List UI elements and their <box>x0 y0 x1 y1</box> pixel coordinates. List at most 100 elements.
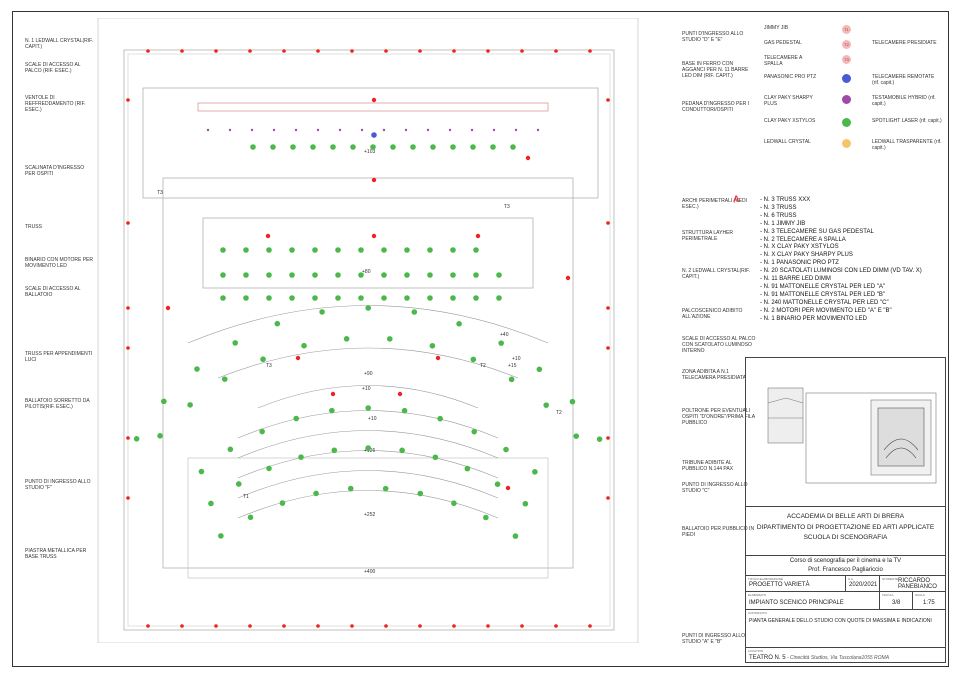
xstylos-light-icon <box>243 247 249 253</box>
xstylos-light-icon <box>401 407 408 414</box>
red-fixture-icon <box>588 49 592 53</box>
equipment-item: - N. 2 MOTORI PER MOVIMENTO LED "A" E "B… <box>760 307 892 314</box>
xstylos-light-icon <box>243 272 249 278</box>
plan-mark: +10 <box>368 416 377 422</box>
red-fixture-icon <box>126 436 130 440</box>
red-fixture-icon <box>146 624 150 628</box>
plan-mark: +80 <box>362 269 371 275</box>
legend-note: TESTAMOBILE HYBRID (rif. capit.) <box>872 95 936 107</box>
xstylos-light-icon <box>503 446 509 453</box>
legend-note: SPOTLIGHT LASER (rif. capit.) <box>872 118 942 124</box>
xstylos-light-icon <box>365 305 372 311</box>
red-fixture-icon <box>554 624 558 628</box>
label-platform: PEDANA D'INGRESSO PER I CONDUTTORI/OSPIT… <box>682 101 750 113</box>
red-fixture-icon <box>126 221 130 225</box>
project-cell: TITOLO ELABORAZIONE PROGETTO VARIETÀ <box>746 576 846 592</box>
red-fixture-icon <box>418 624 422 628</box>
xstylos-light-icon <box>319 309 325 315</box>
xstylos-light-icon <box>510 144 516 150</box>
xstylos-light-icon <box>508 376 515 383</box>
drawing-content: PIANTA GENERALE DELLO STUDIO CON QUOTE D… <box>749 618 932 624</box>
xstylos-light-icon <box>235 481 242 487</box>
red-fixture-icon <box>248 49 252 53</box>
student-cell: STUDENTE RICCARDO PANEBIANCO <box>880 576 945 592</box>
legend-name: JIMMY JIB <box>764 25 789 31</box>
xstylos-light-icon <box>411 309 418 315</box>
xstylos-light-icon <box>512 533 519 539</box>
sharpy-light-icon <box>514 128 518 132</box>
legend-note: TELECAMERE REMOTATE (rif. capit.) <box>872 74 935 86</box>
xstylos-light-icon <box>187 402 193 408</box>
xstylos-light-icon <box>221 376 228 382</box>
plan-mark: T2 <box>480 363 486 369</box>
red-fixture-icon <box>525 155 531 161</box>
label-entrance-c: PUNTO DI INGRESSO ALLO STUDIO "C" <box>682 482 748 494</box>
sharpy-light-icon <box>382 128 386 132</box>
label-lit-stairs: SCALE DI ACCESSO AL PALCO CON SCATOLATO … <box>682 336 756 354</box>
xstylos-light-icon <box>208 500 214 507</box>
label-truss: TRUSS <box>25 224 42 230</box>
red-fixture-icon <box>146 49 150 53</box>
legend-name: LEDWALL CRYSTAL <box>764 139 811 145</box>
red-fixture-icon <box>475 233 481 239</box>
xstylos-light-icon <box>133 436 140 442</box>
xstylos-light-icon <box>274 320 281 327</box>
xstylos-light-icon <box>473 295 479 301</box>
red-fixture-icon <box>452 624 456 628</box>
xstylos-light-icon <box>496 295 502 301</box>
sharpy-light-icon <box>404 128 408 132</box>
sharpy-light-icon <box>360 128 364 132</box>
sharpy-light-icon <box>206 128 210 132</box>
xstylos-light-icon <box>429 342 436 349</box>
xstylos-light-icon <box>358 247 364 253</box>
red-fixture-icon <box>520 49 524 53</box>
equipment-item: - N. X CLAY PAKY SHARPY PLUS <box>760 252 853 259</box>
xstylos-light-icon <box>464 465 471 472</box>
equipment-item: - N. 1 JIMMY JIB <box>760 220 806 227</box>
xstylos-light-icon <box>365 405 371 411</box>
xstylos-light-icon <box>266 247 272 253</box>
xstylos-light-icon <box>312 247 318 253</box>
legend-name: CLAY PAKY SHARPY PLUS <box>764 95 813 107</box>
department: DIPARTIMENTO DI PROGETTAZIONE ED ARTI AP… <box>756 523 935 531</box>
legend-symbol-icon <box>842 95 851 104</box>
drawing-title: IMPIANTO SCENICO PRINCIPALE <box>749 600 844 606</box>
equipment-item: - N. 2 TELECAMERE A SPALLA <box>760 236 846 243</box>
plan-mark: T2 <box>556 410 562 416</box>
xstylos-light-icon <box>404 295 410 301</box>
label-vip-seats: POLTRONE PER EVENTUALI OSPITI "D'ONORE"/… <box>682 408 755 426</box>
location-name: TEATRO N. 5 <box>749 655 786 661</box>
xstylos-light-icon <box>335 295 341 301</box>
xstylos-light-icon <box>313 490 319 497</box>
legend-symbol-icon <box>842 74 851 83</box>
label-arches: ARCHI PERIMETRALI (vedi esec.) <box>682 198 748 210</box>
plan-mark: +10 <box>362 386 371 392</box>
red-fixture-icon <box>180 49 184 53</box>
plan-mark: +103 <box>364 149 375 155</box>
red-fixture-icon <box>397 391 403 397</box>
plan-mark: T3 <box>266 363 272 369</box>
xstylos-light-icon <box>232 340 239 346</box>
xstylos-light-icon <box>329 407 335 414</box>
red-fixture-icon <box>565 275 571 281</box>
red-fixture-icon <box>282 49 286 53</box>
red-fixture-icon <box>520 624 524 628</box>
xstylos-light-icon <box>496 272 502 278</box>
xstylos-light-icon <box>399 447 405 454</box>
red-fixture-icon <box>126 98 130 102</box>
equipment-item: - N. 11 BARRE LED DIMM <box>760 276 831 283</box>
xstylos-light-icon <box>390 144 396 150</box>
xstylos-light-icon <box>289 272 295 278</box>
equipment-item: - N. 3 TRUSS XXX <box>760 197 811 203</box>
xstylos-light-icon <box>404 247 410 253</box>
red-fixture-icon <box>180 624 184 628</box>
legend-name: TELECAMERE A SPALLA <box>764 55 803 67</box>
course-block: Corso di scenografia per il cinema e la … <box>746 556 945 576</box>
equipment-item: - N. 6 TRUSS <box>760 212 797 219</box>
xstylos-light-icon <box>543 402 549 408</box>
red-fixture-icon <box>452 49 456 53</box>
plan-mark: T1 <box>243 494 249 500</box>
red-fixture-icon <box>606 221 610 225</box>
